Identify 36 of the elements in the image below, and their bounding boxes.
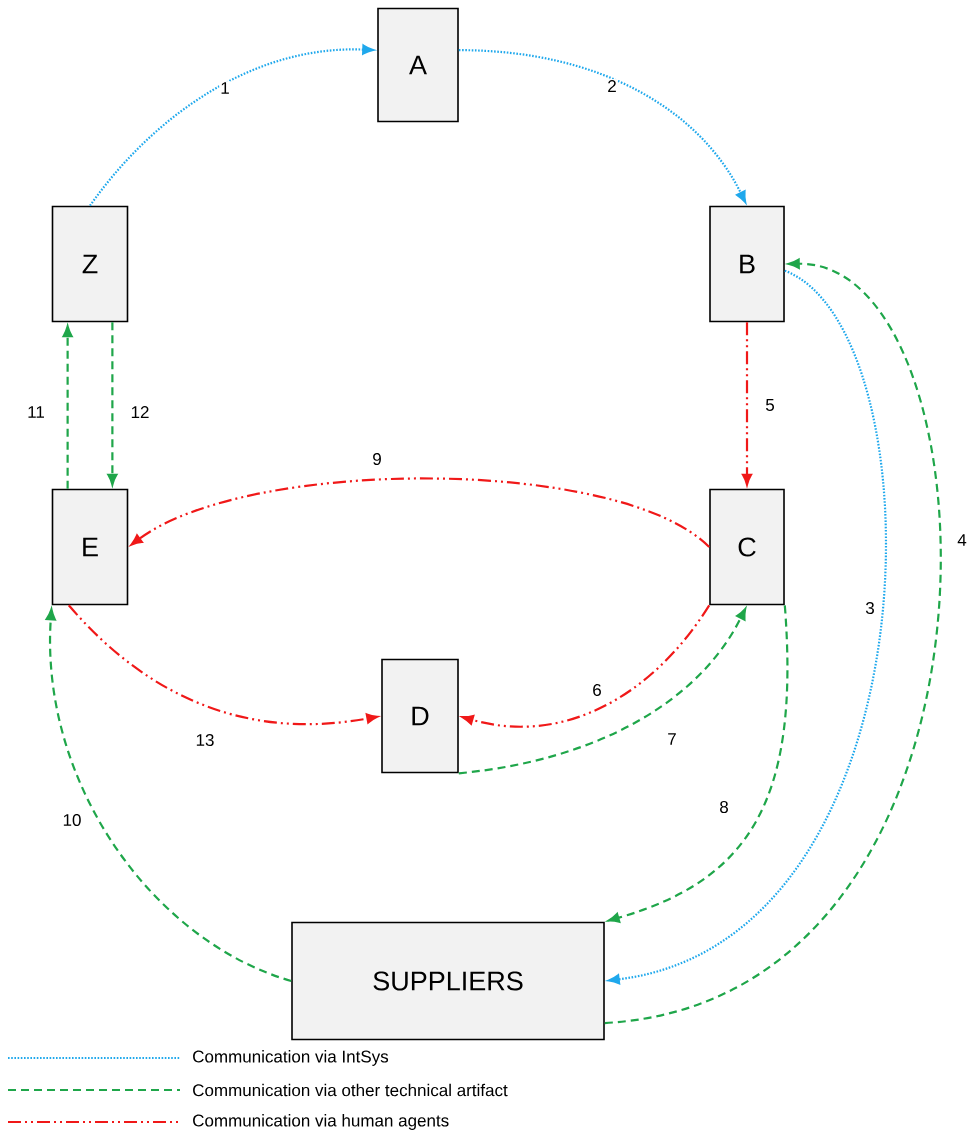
- legend-label: Communication via human agents: [193, 1114, 449, 1130]
- edge-label: 11: [26, 405, 46, 419]
- box: SUPPLIERS: [291, 921, 605, 1041]
- edge-label: 1: [219, 81, 231, 95]
- edge-label: 10: [61, 813, 83, 828]
- edge-label: 8: [718, 800, 730, 815]
- edge-label: 4: [956, 533, 968, 547]
- box: Z: [51, 205, 129, 323]
- edge-label: 13: [194, 733, 216, 748]
- arrow: [458, 608, 747, 775]
- arrow: [130, 477, 710, 548]
- box: D: [381, 658, 459, 774]
- edge-label: 9: [371, 452, 383, 467]
- legend-label: Communication via IntSys: [193, 1050, 389, 1066]
- arrow: [67, 604, 379, 726]
- arrow: [741, 322, 753, 486]
- arrow: [45, 608, 292, 983]
- arrow: [461, 604, 711, 728]
- arrow: [604, 258, 942, 1025]
- edge-label: 2: [606, 79, 618, 93]
- box: C: [709, 488, 785, 606]
- arrow: [107, 322, 118, 486]
- arrow: [607, 605, 789, 923]
- edge-label: 12: [129, 405, 151, 419]
- box: B: [709, 205, 785, 323]
- arrow: [458, 49, 747, 203]
- box: A: [377, 7, 459, 123]
- edge-label: 6: [591, 683, 603, 698]
- legend-label: Communication via other technical artifact: [193, 1083, 508, 1097]
- edge-label: 5: [764, 398, 776, 412]
- arrow: [62, 325, 73, 489]
- edge-label: 3: [864, 601, 876, 616]
- arrow: [607, 269, 887, 985]
- arrow: [89, 44, 375, 207]
- box: E: [51, 488, 129, 606]
- edge-label: 7: [666, 732, 678, 746]
